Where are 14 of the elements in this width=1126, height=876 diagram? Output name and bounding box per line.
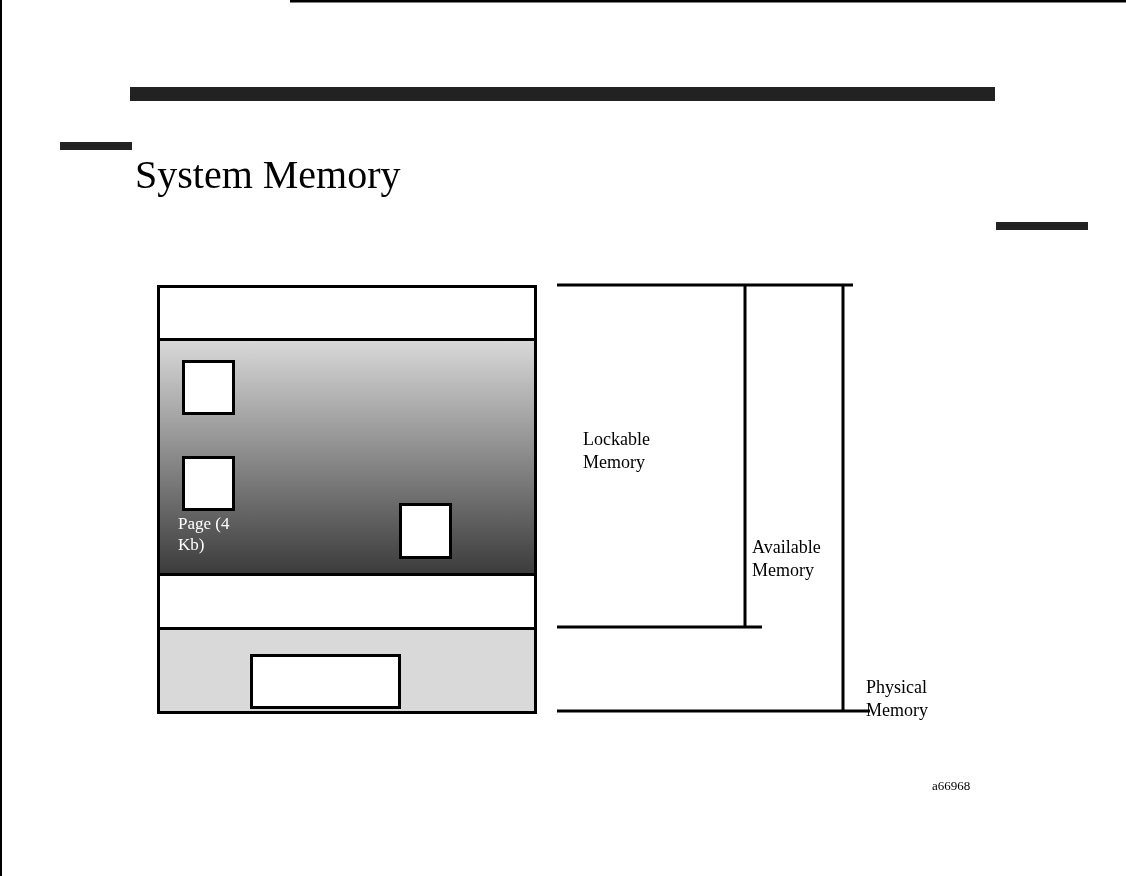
title: System Memory [135,151,401,199]
page-box [399,503,452,559]
memory-band [157,285,537,341]
dimension-label: Available Memory [752,536,822,582]
page-box [182,456,235,511]
dimension-label: Physical Memory [866,676,929,722]
shaded-memory-region [157,338,537,576]
page-caption: Page (4 Kb) [178,513,230,555]
page-box [182,360,235,415]
dimension-label: Lockable Memory [583,428,651,474]
kernel-memory-region [157,627,537,714]
figure-id: a66968 [932,777,972,795]
kernel-box [250,654,401,709]
memory-band [157,573,537,630]
